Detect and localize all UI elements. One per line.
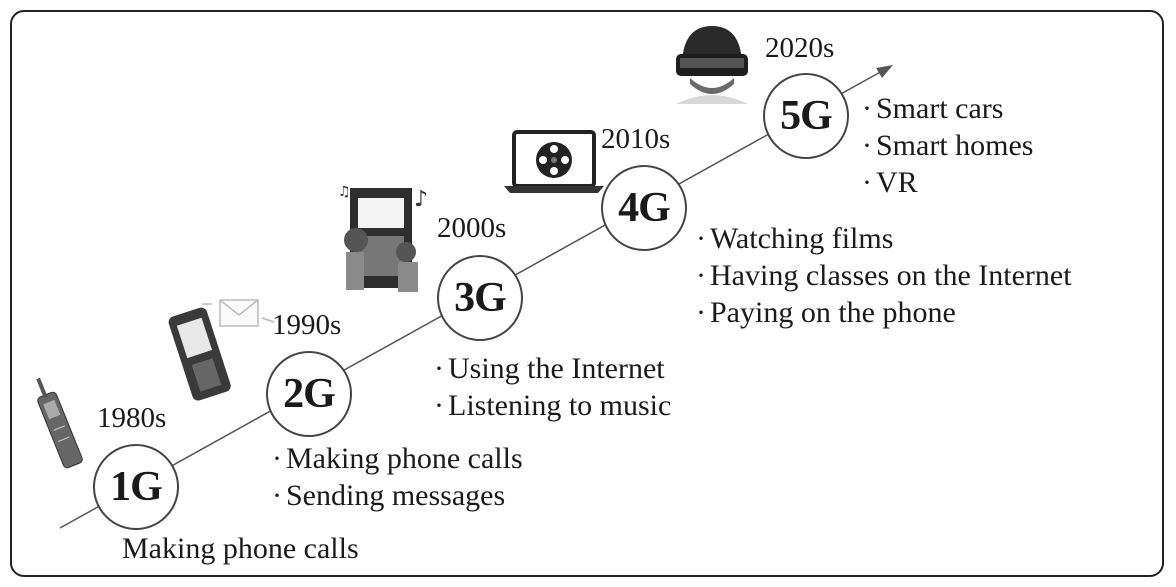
list-item: VR (862, 164, 1034, 201)
stage-year-1990s: 1990s (272, 309, 342, 341)
stage-list-5g: Smart cars Smart homes VR (862, 90, 1034, 201)
stage-circle-2g: 2G (266, 351, 352, 437)
stage-year-1980s: 1980s (97, 402, 167, 434)
list-item: Using the Internet (434, 350, 671, 387)
diagram-frame (10, 10, 1164, 577)
list-item: Having classes on the Internet (696, 257, 1072, 294)
music-video-icon: ♪ ♫ (338, 184, 428, 292)
stage-circle-4g: 4G (601, 165, 687, 251)
stage-list-2g: Making phone calls Sending messages (272, 440, 523, 514)
list-item: Listening to music (434, 387, 671, 424)
list-item: Paying on the phone (696, 294, 1072, 331)
list-item: Watching films (696, 220, 1072, 257)
list-item: Smart homes (862, 127, 1034, 164)
stage-circle-1g: 1G (93, 444, 179, 530)
stage-note-1g: Making phone calls (122, 532, 359, 565)
brick-phone-icon (36, 377, 83, 469)
flip-phone-icon (168, 299, 275, 401)
laptop-film-icon (504, 130, 604, 193)
stage-list-4g: Watching films Having classes on the Int… (696, 220, 1072, 331)
stage-circle-3g: 3G (437, 255, 523, 341)
list-item: Sending messages (272, 477, 523, 514)
svg-text:♫: ♫ (338, 184, 351, 200)
stage-list-3g: Using the Internet Listening to music (434, 350, 671, 424)
list-item: Making phone calls (272, 440, 523, 477)
timeline-arrowhead (876, 65, 893, 78)
stage-year-2020s: 2020s (765, 32, 835, 64)
stage-circle-5g: 5G (763, 73, 849, 159)
stage-year-2000s: 2000s (437, 212, 507, 244)
stage-year-2010s: 2010s (601, 123, 671, 155)
list-item: Smart cars (862, 90, 1034, 127)
vr-headset-icon (676, 26, 748, 104)
svg-text:♪: ♪ (414, 187, 428, 212)
